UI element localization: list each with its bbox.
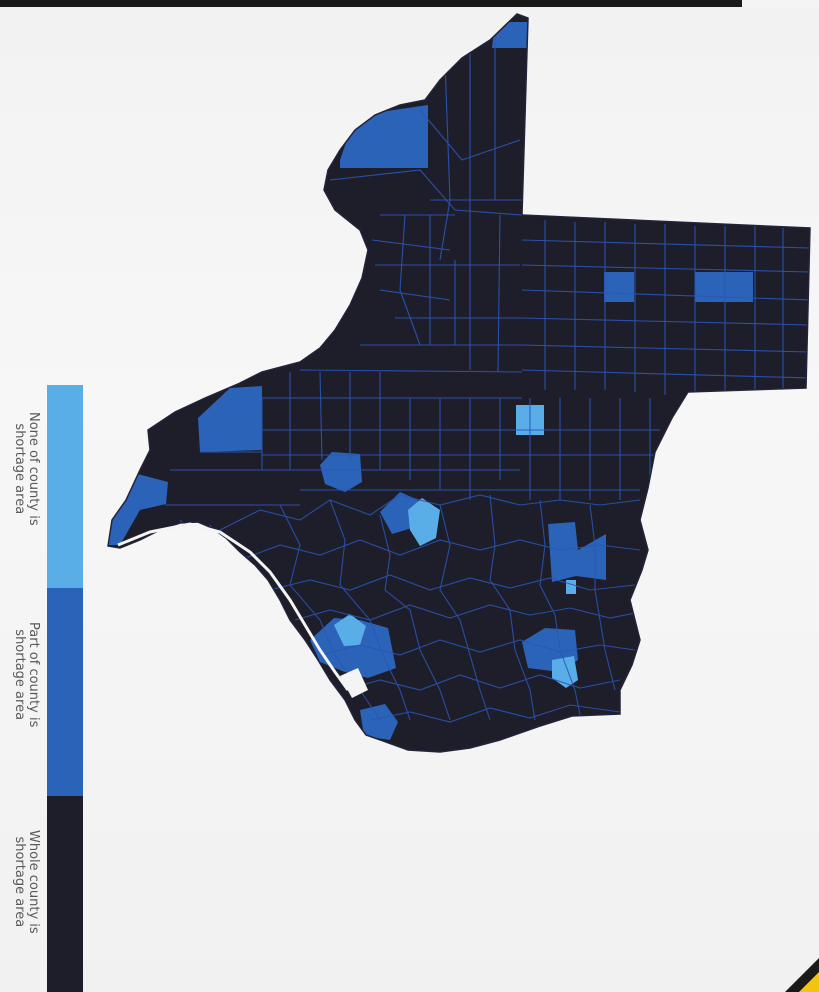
coastline-gap <box>117 522 350 691</box>
county-part <box>320 452 362 492</box>
scan-top-border <box>0 0 742 7</box>
legend-label-whole-line1: Whole county is <box>26 830 41 934</box>
legend-label-part: Part of county is shortage area <box>12 622 41 728</box>
county-part <box>492 22 528 48</box>
legend: None of county is shortage area Part of … <box>0 0 110 992</box>
legend-label-whole: Whole county is shortage area <box>12 830 41 934</box>
bay-water <box>340 668 368 698</box>
legend-label-none: None of county is shortage area <box>12 412 41 526</box>
county-part <box>548 522 606 582</box>
county-none <box>566 580 576 594</box>
legend-label-none-line2: shortage area <box>12 423 27 515</box>
county-none <box>408 498 440 546</box>
county-none <box>334 614 366 646</box>
corner-scan-mark <box>785 958 819 992</box>
legend-swatch-whole <box>47 796 83 992</box>
county-part <box>360 704 398 740</box>
legend-label-part-line1: Part of county is <box>26 622 41 728</box>
county-part <box>198 386 262 452</box>
legend-label-none-line1: None of county is <box>26 412 41 526</box>
state-fill <box>108 14 810 752</box>
legend-label-part-line2: shortage area <box>12 629 27 721</box>
county-borders <box>165 35 810 506</box>
legend-label-whole-line2: shortage area <box>12 836 27 928</box>
county-part <box>340 105 428 168</box>
legend-swatch-none <box>47 385 83 588</box>
legend-swatch-part <box>47 588 83 796</box>
county-part <box>604 272 634 302</box>
